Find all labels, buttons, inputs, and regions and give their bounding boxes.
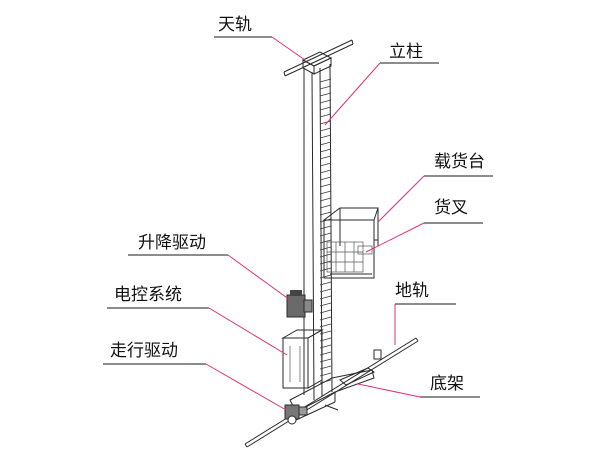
mast-rung <box>319 190 332 195</box>
mast-rung <box>319 169 332 174</box>
sky-rail <box>283 39 354 77</box>
control-cabinet <box>281 329 324 389</box>
mast-rung <box>319 316 332 321</box>
label-platform-text: 载货台 <box>434 152 485 172</box>
label-travel-drive: 走行驱动 <box>103 341 287 411</box>
mast-rung <box>319 267 332 272</box>
label-control-text: 电控系统 <box>114 285 182 305</box>
mast-rung <box>319 113 332 118</box>
label-fork: 货叉 <box>365 198 483 253</box>
fork-assembly <box>326 241 373 275</box>
mast-rung <box>319 134 332 139</box>
label-fork-text: 货叉 <box>434 198 468 218</box>
mast-rung <box>319 232 332 237</box>
mast-rung <box>319 92 332 97</box>
top-head <box>301 51 333 75</box>
mast-rung <box>319 211 332 216</box>
mast-rung <box>319 225 332 230</box>
mast-rung <box>319 78 332 83</box>
mast-rung <box>319 197 332 202</box>
label-ground-rail: 地轨 <box>394 281 456 345</box>
mast-rung <box>319 148 332 153</box>
label-lift-drive: 升降驱动 <box>128 233 291 301</box>
mast-rung <box>319 85 332 90</box>
mast-rung <box>319 253 332 258</box>
label-column: 立柱 <box>324 42 439 126</box>
label-lift-drive-text: 升降驱动 <box>138 233 206 253</box>
label-control: 电控系统 <box>107 285 288 356</box>
label-base-text: 底架 <box>430 374 464 394</box>
label-ground-rail-text: 地轨 <box>395 281 429 301</box>
label-sky-rail-text: 天轨 <box>218 15 252 35</box>
mast-rung <box>319 141 332 146</box>
mast-rung <box>319 260 332 265</box>
mast-rung <box>319 99 332 104</box>
label-platform: 载货台 <box>377 152 493 223</box>
mast-rung <box>319 288 332 293</box>
mast-rung <box>319 281 332 286</box>
label-column-text: 立柱 <box>389 42 423 62</box>
stacker-crane-drawing <box>244 39 419 448</box>
mast-rung <box>319 274 332 279</box>
label-travel-drive-text: 走行驱动 <box>110 341 178 361</box>
mast-rung <box>319 239 332 244</box>
travel-drive-unit <box>284 404 308 425</box>
mast-rung <box>319 295 332 300</box>
mast-rung <box>319 323 332 328</box>
mast-rung <box>319 302 332 307</box>
mast-rung <box>319 176 332 181</box>
lift-motor <box>286 290 313 318</box>
mast-rung <box>319 155 332 160</box>
mast-rung <box>319 246 332 251</box>
mast-rung <box>319 183 332 188</box>
mast-rung <box>319 309 332 314</box>
label-sky-rail: 天轨 <box>214 15 306 61</box>
callouts: 天轨 立柱 载货台 货叉 升降驱动 电控 <box>103 15 493 411</box>
label-base: 底架 <box>357 374 480 398</box>
carrier <box>322 207 379 279</box>
mast-rung <box>319 106 332 111</box>
mast-rung <box>319 127 332 132</box>
mast-rung <box>319 204 332 209</box>
mast-rung <box>319 120 332 125</box>
mast-rung <box>319 162 332 167</box>
ground-rail <box>244 337 419 448</box>
